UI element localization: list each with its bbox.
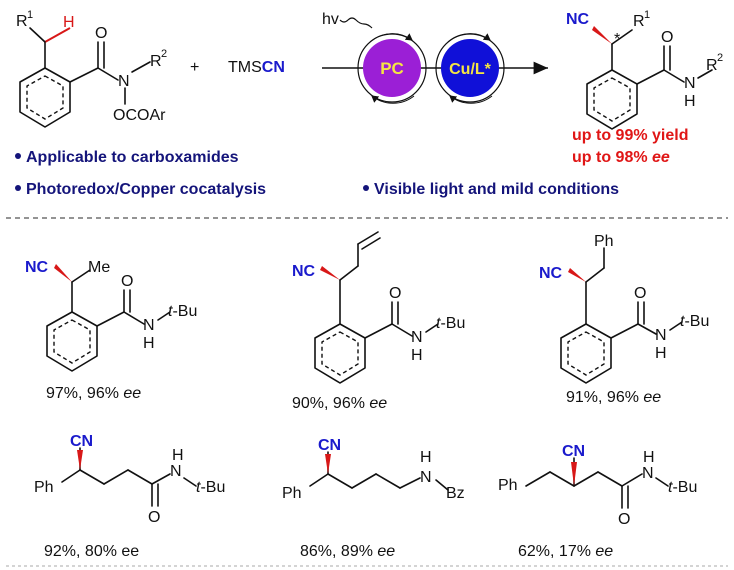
product-structure: NC * R 1 O N H R 2 (566, 9, 723, 130)
ex3-tbu: t-Bu (680, 313, 709, 330)
ex3-yield: 91%, 96% ee (566, 389, 661, 406)
bullet-dot-3 (363, 185, 369, 191)
ex6-yield: 62%, 17% ee (518, 543, 613, 560)
ex3-o: O (634, 285, 646, 302)
bullet-dot-1 (15, 153, 21, 159)
bullet-visible-light: Visible light and mild conditions (374, 181, 619, 198)
bullet-photoredox: Photoredox/Copper cocatalysis (26, 181, 266, 198)
ex2-n: N (411, 329, 423, 346)
product-r2-sup: 2 (717, 52, 723, 64)
reactant-r1: R (16, 13, 28, 30)
ex4-cn: CN (70, 433, 93, 450)
product-nc: NC (566, 11, 590, 28)
catalytic-arrow: hv PC Cu/L* (322, 11, 548, 104)
ex1-yield: 97%, 96% ee (46, 385, 141, 402)
ex5-cn: CN (318, 437, 341, 454)
example-4: CN Ph N H O t-Bu 92%, 80% ee (34, 433, 225, 560)
ex5-h: H (420, 449, 432, 466)
reactant-structure: R 1 H O N R 2 OCOAr (16, 9, 167, 128)
ex2-tbu: t-Bu (436, 315, 465, 332)
ex6-o: O (618, 511, 630, 528)
photocatalyst-label: PC (380, 59, 404, 78)
ex2-nc: NC (292, 263, 316, 280)
ex6-tbu: t-Bu (668, 479, 697, 496)
ex1-n: N (143, 317, 155, 334)
reagent-tms: TMSCN (228, 59, 285, 76)
example-3: Ph NC O N H t-Bu 91%, 96% ee (539, 233, 709, 406)
reactant-h: H (63, 14, 75, 31)
example-6: Ph CN N H O t-Bu 62%, 17% ee (498, 443, 697, 560)
ex5-yield: 86%, 89% ee (300, 543, 395, 560)
ex1-h: H (143, 335, 155, 352)
ex3-nc: NC (539, 265, 563, 282)
copper-catalyst-circle (441, 39, 499, 97)
ex1-nc: NC (25, 259, 49, 276)
product-wedge-bond (592, 26, 612, 44)
ex4-tbu: t-Bu (196, 479, 225, 496)
bullet-dot-2 (15, 185, 21, 191)
ex2-yield: 90%, 96% ee (292, 395, 387, 412)
ex1-tbu: t-Bu (168, 303, 197, 320)
ex1-o: O (121, 273, 133, 290)
copper-catalyst-label: Cu/L* (449, 61, 492, 78)
product-o: O (661, 29, 673, 46)
ex4-yield: 92%, 80% ee (44, 543, 139, 560)
ex5-ph: Ph (282, 485, 302, 502)
ex6-n: N (642, 465, 654, 482)
example-2: NC O N H t-Bu 90%, 96% ee (292, 231, 465, 412)
product-stereocenter-star: * (614, 31, 620, 48)
reactant-o: O (95, 25, 107, 42)
product-r2: R (706, 57, 718, 74)
ex5-n: N (420, 469, 432, 486)
light-label: hv (322, 11, 339, 28)
ex5-bz: Bz (446, 485, 465, 502)
ex3-ph: Ph (594, 233, 614, 250)
reactant-n: N (118, 73, 130, 90)
example-5: CN Ph H N Bz 86%, 89% ee (282, 437, 465, 560)
ex4-ph: Ph (34, 479, 54, 496)
plus-sign: + (190, 59, 199, 76)
reactant-r2: R (150, 53, 162, 70)
photocatalyst-circle (363, 39, 421, 97)
reactant-r2-sup: 2 (161, 48, 167, 60)
ex4-o: O (148, 509, 160, 526)
ex3-n: N (655, 327, 667, 344)
ex1-me: Me (88, 259, 110, 276)
reactant-ocoar: OCOAr (113, 107, 166, 124)
ex4-n: N (170, 463, 182, 480)
ex6-cn: CN (562, 443, 585, 460)
reactant-r1-sup: 1 (27, 9, 33, 21)
bullet-applicable: Applicable to carboxamides (26, 149, 239, 166)
example-1: NC Me O N H t-Bu 97%, 96% ee (25, 259, 197, 402)
ex4-h: H (172, 447, 184, 464)
product-h: H (684, 93, 696, 110)
ex2-o: O (389, 285, 401, 302)
ex3-h: H (655, 345, 667, 362)
ex6-h: H (643, 449, 655, 466)
light-wavy-line (339, 17, 373, 29)
highlight-yield: up to 99% yield (572, 127, 688, 144)
product-r1-sup: 1 (644, 9, 650, 21)
highlight-ee: up to 98% ee (572, 149, 670, 166)
product-n: N (684, 75, 696, 92)
ex6-ph: Ph (498, 477, 518, 494)
ex2-h: H (411, 347, 423, 364)
product-r1: R (633, 13, 645, 30)
